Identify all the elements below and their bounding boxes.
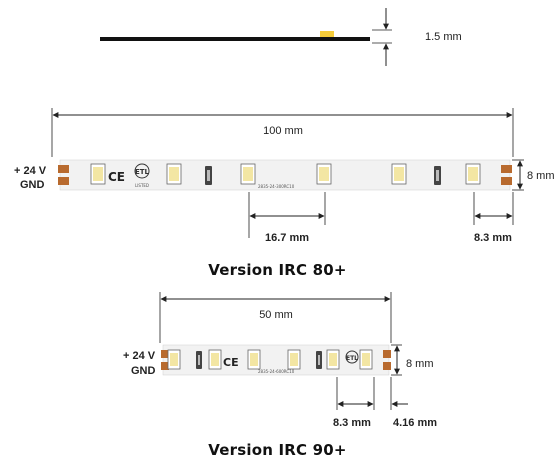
- led-phosphor: [290, 353, 298, 366]
- length-label: 100 mm: [263, 125, 303, 137]
- width-label: 8 mm: [406, 358, 434, 370]
- led-phosphor: [362, 353, 370, 366]
- voltage-label: + 24 V: [123, 350, 156, 362]
- pitch-label: 16.7 mm: [265, 232, 309, 244]
- copper-pad-top: [58, 165, 69, 173]
- ce-mark-icon: CE: [223, 356, 239, 369]
- copper-pad-bottom: [161, 362, 169, 370]
- led-phosphor: [243, 167, 253, 181]
- strip-irc90: 50 mm + 24 V GND CE ETL 2835-24-600RC10 …: [123, 292, 437, 429]
- led-phosphor: [93, 167, 103, 181]
- led-phosphor: [170, 353, 178, 366]
- ground-label: GND: [20, 179, 45, 191]
- copper-pad-bottom: [58, 177, 69, 185]
- led-phosphor: [329, 353, 337, 366]
- caption-irc90: Version IRC 90+: [208, 441, 347, 459]
- caption-irc80: Version IRC 80+: [208, 261, 347, 279]
- svg-text:LISTED: LISTED: [135, 183, 149, 188]
- strip-part-number: 2835-24-300RC10: [258, 184, 295, 189]
- copper-pad-top-right: [501, 165, 512, 173]
- copper-pad-bottom-right: [383, 362, 391, 370]
- svg-text:ETL: ETL: [135, 168, 150, 176]
- led-phosphor: [250, 353, 258, 366]
- led-phosphor: [468, 167, 478, 181]
- svg-text:ETL: ETL: [346, 355, 358, 362]
- led-phosphor: [169, 167, 179, 181]
- pitch-label: 4.16 mm: [393, 417, 437, 429]
- width-label: 8 mm: [527, 170, 555, 182]
- etl-listed-icon: ETL: [345, 350, 359, 364]
- strip-irc80: 100 mm + 24 V GND CE ETL LISTED 2835-24-…: [14, 108, 555, 244]
- length-label: 50 mm: [259, 309, 293, 321]
- voltage-label: + 24 V: [14, 165, 47, 177]
- led-phosphor: [211, 353, 219, 366]
- copper-pad-top-right: [383, 350, 391, 358]
- ground-label: GND: [131, 365, 156, 377]
- profile-view: 1.5 mm: [100, 8, 462, 66]
- led-group: [90, 163, 481, 185]
- cut-label: 8.3 mm: [474, 232, 512, 244]
- thickness-label: 1.5 mm: [425, 31, 462, 43]
- led-phosphor: [394, 167, 404, 181]
- strip-part-number: 2835-24-600RC10: [258, 369, 295, 374]
- led-group: [167, 349, 373, 370]
- copper-pad-top: [161, 350, 169, 358]
- led-phosphor: [319, 167, 329, 181]
- etl-listed-icon: ETL LISTED: [134, 163, 150, 188]
- cut-label: 8.3 mm: [333, 417, 371, 429]
- copper-pad-bottom-right: [501, 177, 512, 185]
- led-profile-highlight: [320, 31, 334, 37]
- ce-mark-icon: CE: [108, 170, 125, 184]
